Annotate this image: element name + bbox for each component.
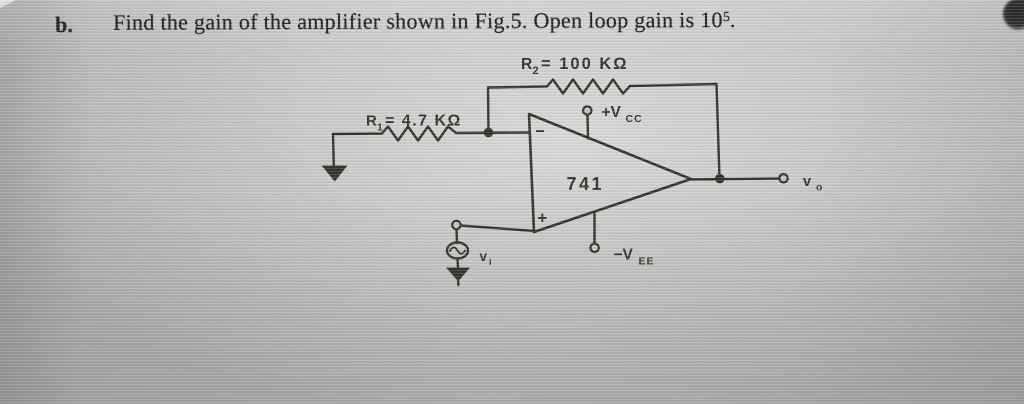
r2-label-sub: 2 [533,65,539,77]
vcc-label-base: +V [602,104,622,121]
input-ground-symbol [321,165,348,182]
photo-corner-sliver [0,0,16,8]
vi-ground-stem [456,257,460,270]
vee-label: −V EE [614,247,655,268]
r1-label: R 1 = 4.7 KΩ [366,113,462,134]
exponent-superscript: 5 [722,10,730,26]
problem-item-label: b. [55,11,73,37]
vcc-label-sub: CC [626,113,643,125]
question-text-period: . [729,7,736,33]
vee-terminal [589,242,600,254]
vo-terminal [778,173,789,184]
sine-wave-icon [449,246,466,255]
input-ground-stem [331,132,335,168]
vo-label: v o [803,174,822,194]
vcc-terminal [581,105,593,116]
noninverting-input-sign: + [538,210,548,228]
junction-dot-output [715,173,725,184]
vi-terminal [451,219,462,231]
r1-label-sub: 1 [377,122,383,134]
vi-label-base: v [480,249,488,264]
r1-label-value: = 4.7 KΩ [385,113,462,130]
vi-label: v i [480,249,492,268]
r2-label-base: R [521,56,532,73]
vee-label-sub: EE [639,256,655,268]
vi-ground-symbol [446,267,470,282]
opamp-part-number: 741 [567,174,605,194]
inverting-input-sign: − [536,124,545,141]
opamp-triangle [527,112,693,234]
problem-question-text: Find the gain of the amplifier shown in … [113,7,736,36]
camera-artifact-blob [1003,0,1024,30]
junction-dot-inverting [483,127,494,138]
output-wire [689,177,783,181]
r2-label: R 2 = 100 KΩ [521,55,628,77]
r2-feedback-wire-and-resistor [486,78,721,180]
r1-label-base: R [366,113,377,130]
noninverting-input-wire [459,224,536,233]
vo-label-sub: o [816,182,822,194]
vo-label-base: v [803,174,811,190]
vee-label-base: −V [614,247,634,264]
r1-input-wire-and-resistor [331,125,532,142]
vi-label-sub: i [489,257,492,268]
r2-label-value: = 100 KΩ [541,55,628,73]
question-text-main: Find the gain of the amplifier shown in … [113,7,723,35]
vcc-stub-wire [586,113,590,140]
vcc-label: +V CC [602,104,643,125]
vi-terminal-stem [455,227,459,245]
